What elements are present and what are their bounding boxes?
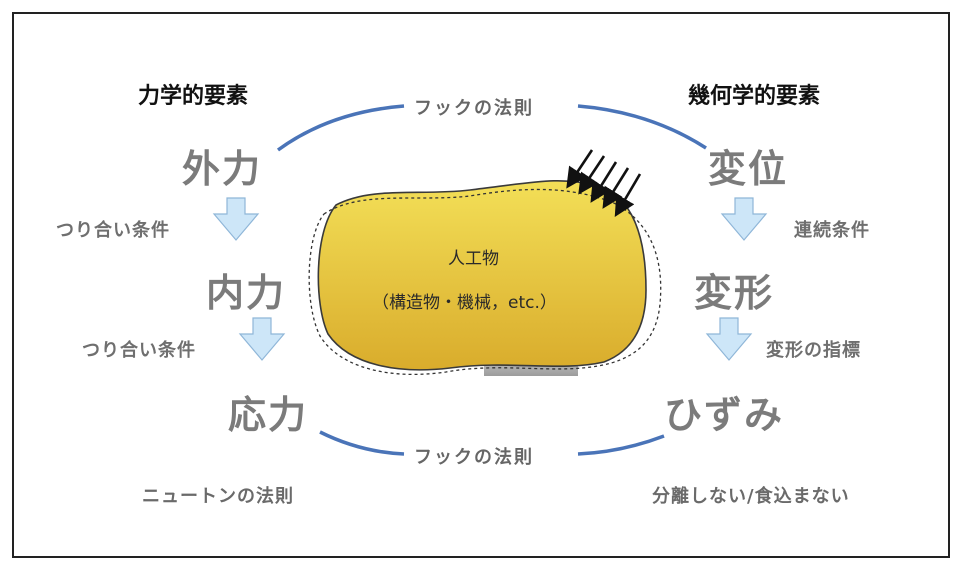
- right-condition-1: 連続条件: [794, 220, 870, 241]
- flow-arrows: [212, 197, 768, 361]
- arrow-left-1: [212, 197, 260, 241]
- load-arrows: [566, 149, 642, 217]
- arrow-right-1: [720, 197, 768, 241]
- hooke-law-top: フックの法則: [408, 94, 540, 120]
- displacement-label: 変位: [708, 147, 789, 191]
- right-condition-2: 変形の指標: [766, 340, 861, 361]
- deformation-label: 変形: [694, 271, 775, 315]
- object-blob: [317, 180, 647, 371]
- external-force-label: 外力: [182, 147, 263, 191]
- hooke-law-bottom: フックの法則: [408, 443, 540, 469]
- arrow-left-2: [238, 317, 286, 361]
- geometric-elements-heading: 幾何学的要素: [688, 84, 821, 109]
- left-condition-1: つり合い条件: [56, 220, 170, 241]
- internal-force-label: 内力: [206, 271, 287, 315]
- object-title: 人工物: [448, 249, 499, 269]
- bottom-left-arc: [319, 430, 405, 456]
- object-subtitle: （構造物・機械，etc.）: [372, 293, 557, 313]
- strain-label: ひずみ: [664, 393, 785, 437]
- top-left-arc: [276, 104, 405, 152]
- stress-label: 応力: [228, 393, 309, 437]
- left-condition-2: つり合い条件: [82, 340, 196, 361]
- newton-law-label: ニュートンの法則: [142, 486, 294, 507]
- mechanical-elements-heading: 力学的要素: [138, 84, 249, 109]
- top-right-arc: [577, 104, 707, 150]
- no-separation-label: 分離しない/食込まない: [652, 486, 850, 507]
- arrow-right-2: [705, 317, 753, 361]
- deformed-outline: [308, 188, 662, 375]
- bottom-right-arc: [577, 434, 665, 456]
